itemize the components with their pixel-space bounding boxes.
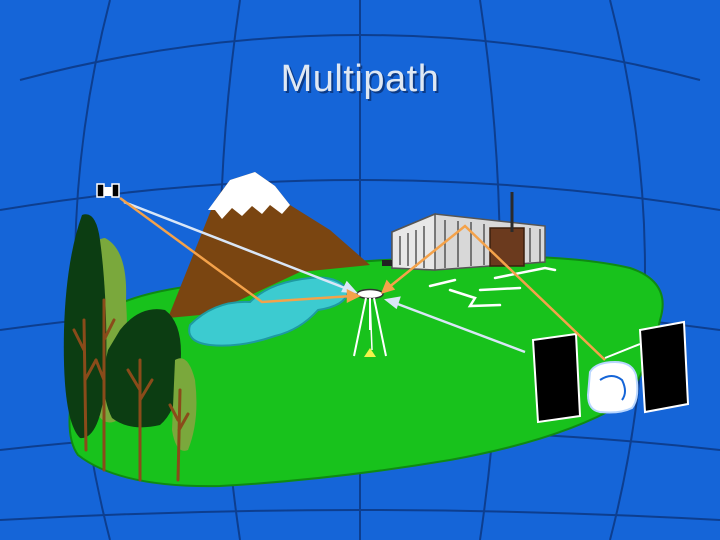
dish-icon [588, 362, 637, 413]
solar-panel-right [640, 322, 688, 412]
slide-title: Multipath [0, 58, 720, 101]
building [382, 192, 545, 270]
satellite-icon [97, 184, 119, 197]
solar-panel-left [533, 334, 580, 422]
